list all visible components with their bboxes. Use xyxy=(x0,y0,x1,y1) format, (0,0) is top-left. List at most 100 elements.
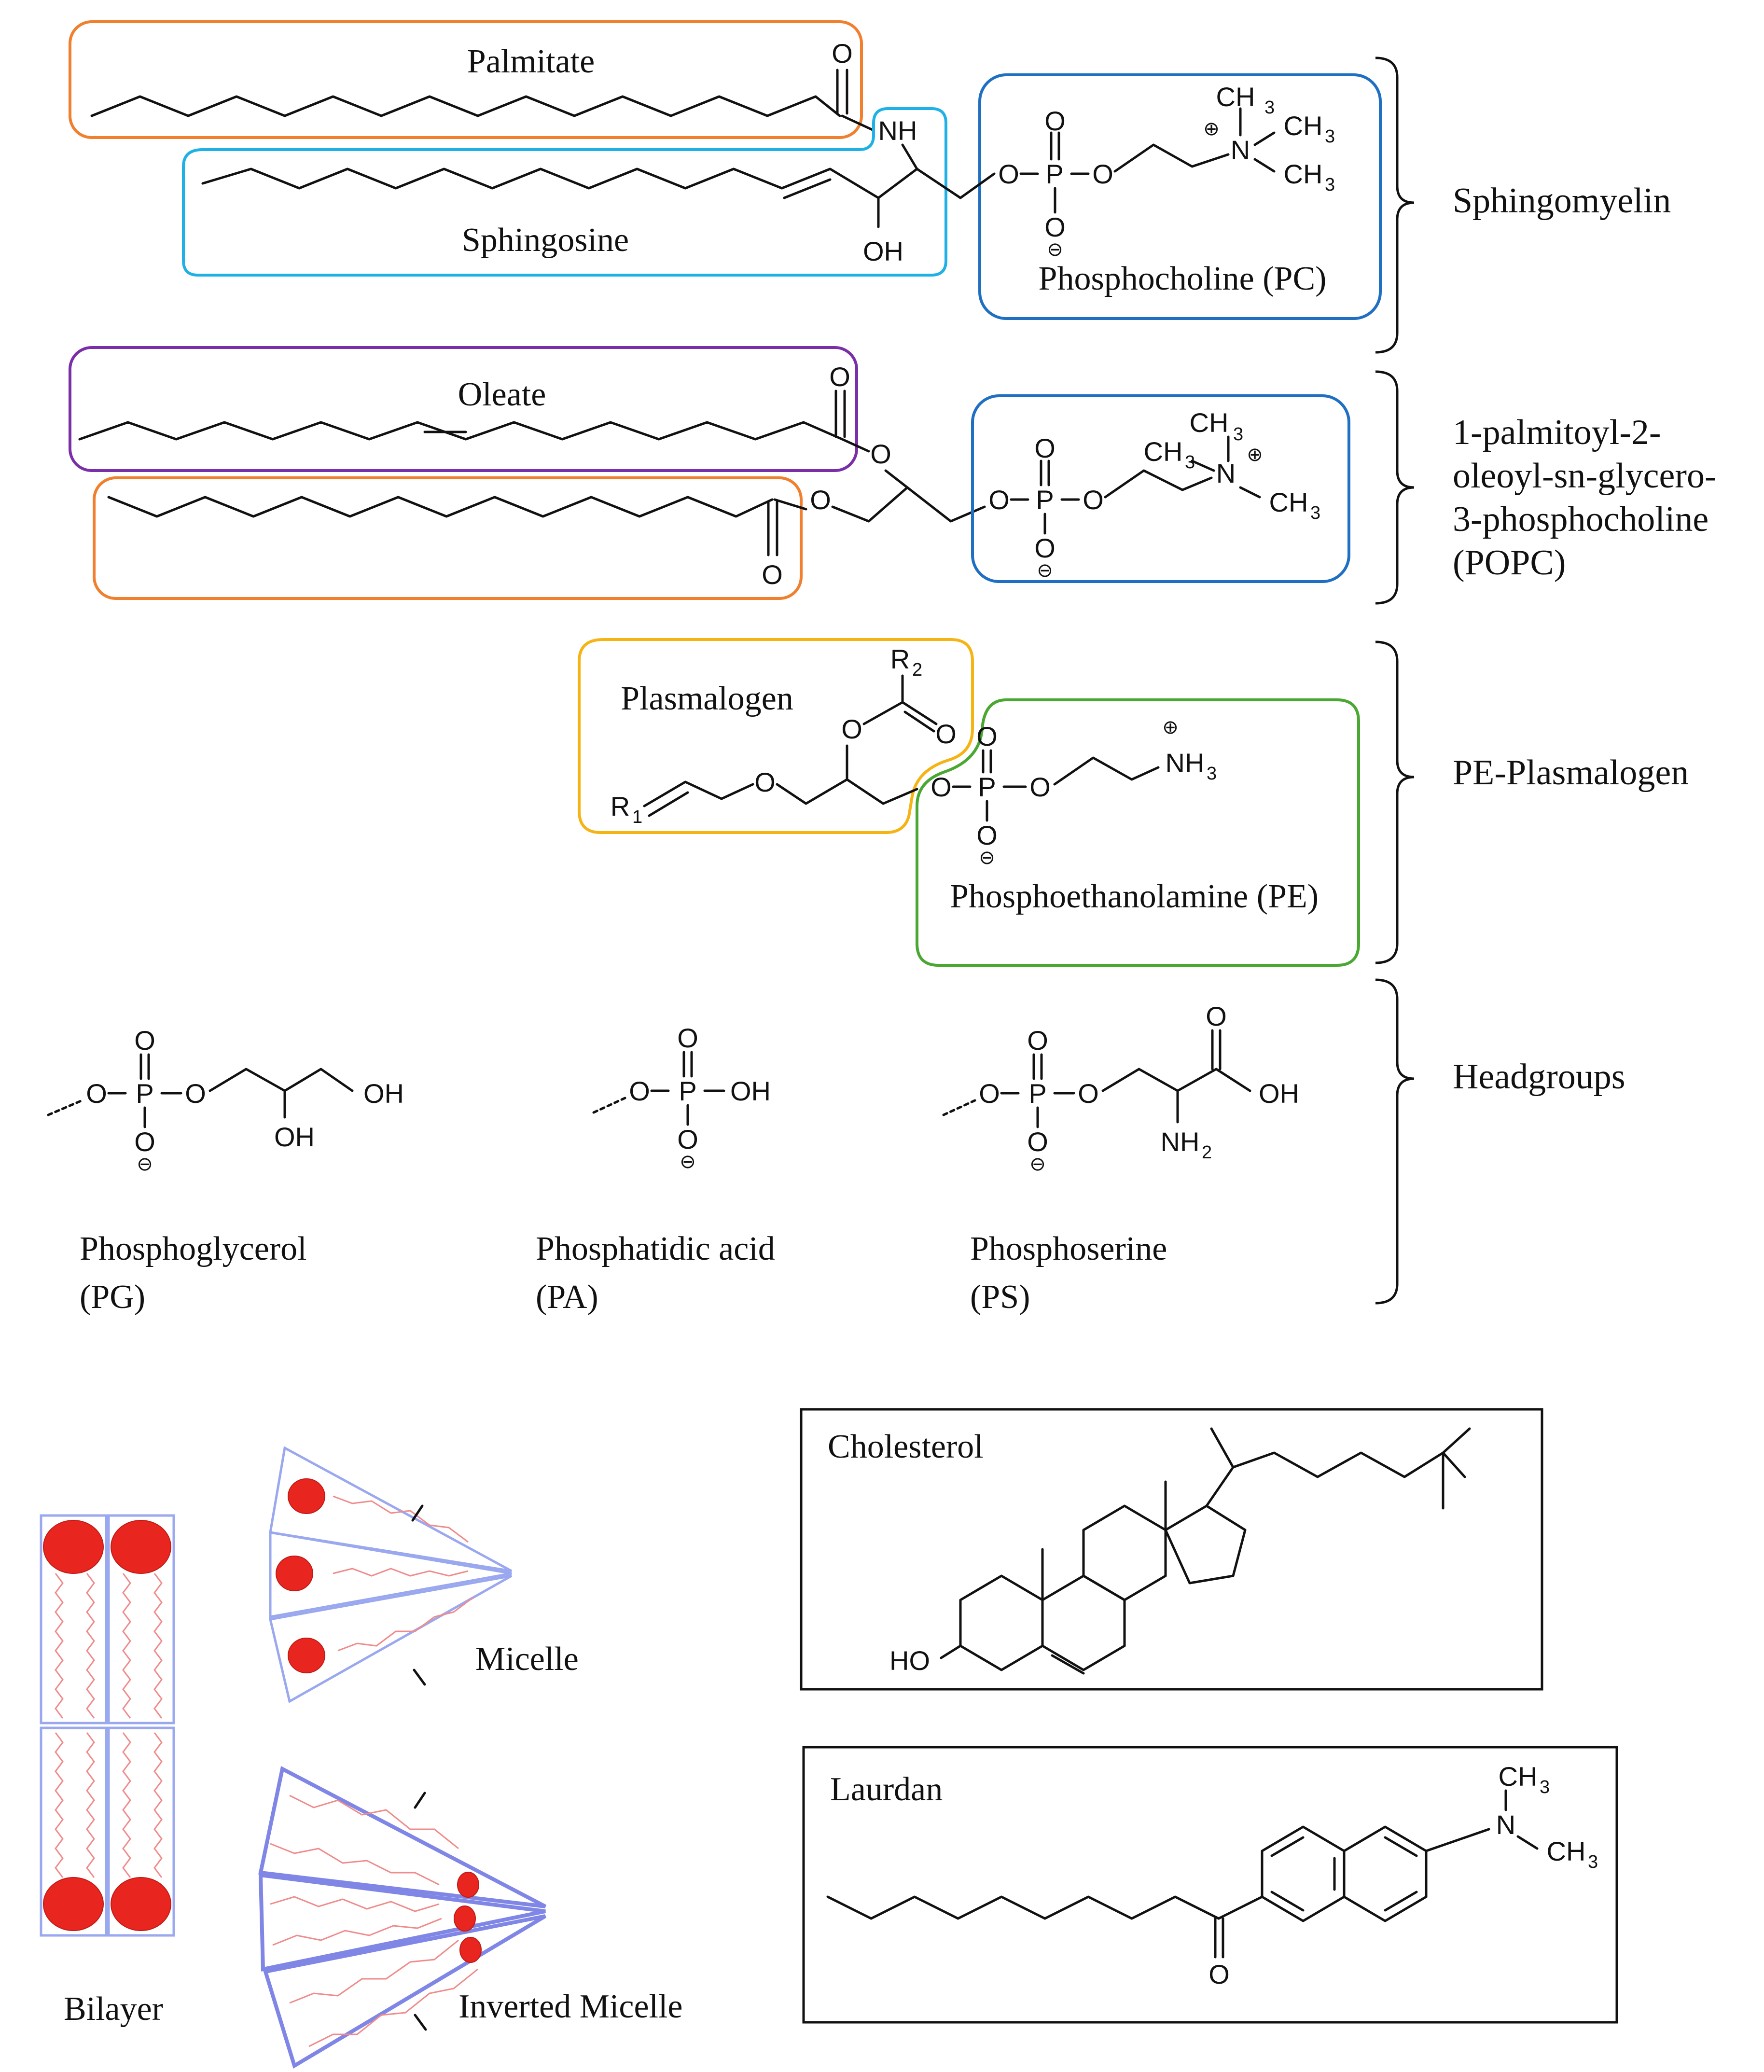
bilayer-head-1 xyxy=(43,1520,104,1574)
micelle-label: Micelle xyxy=(475,1641,579,1678)
popc-plus: ⊕ xyxy=(1247,444,1263,465)
oleate-label: Oleate xyxy=(458,376,546,413)
micelle-cone-3 xyxy=(268,1574,513,1703)
pe-ethyl xyxy=(1053,756,1160,786)
popc-n-ch3-right xyxy=(1239,486,1261,499)
micelle-head-3 xyxy=(288,1638,325,1673)
laurdan-frame xyxy=(802,1746,1618,2024)
phosphoethanolamine-box xyxy=(916,698,1360,967)
bilayer-lipid-box-1 xyxy=(40,1514,108,1724)
pc-ch3-right-sub: 3 xyxy=(1325,126,1335,147)
pa-dashed-link xyxy=(592,1097,626,1114)
laurdan-ring-2 xyxy=(1343,1825,1428,1922)
laurdan-panel: Laurdan O N CH 3 CH 3 xyxy=(802,1746,1618,2024)
popc-o2: O xyxy=(1083,485,1104,515)
pc-o-bottom: O xyxy=(1044,212,1066,242)
ps-minus: ⊖ xyxy=(1029,1154,1046,1175)
pg-p: P xyxy=(136,1078,153,1109)
sphingosine-double-bond xyxy=(783,178,832,199)
inverted-tail-6 xyxy=(308,1968,478,2047)
ps-carbonyl-o: O xyxy=(1206,1001,1227,1031)
oleate-ester-o: O xyxy=(870,439,891,469)
pe-o1: O xyxy=(931,772,952,802)
ps-abbr: (PS) xyxy=(970,1279,1030,1316)
pc-o2: O xyxy=(1092,159,1113,189)
laurdan-ring-1 xyxy=(1261,1825,1346,1922)
laurdan-structure: O N CH 3 CH 3 xyxy=(826,1761,1598,1989)
amide-bond xyxy=(841,114,875,132)
pg-abbr: (PG) xyxy=(80,1279,145,1316)
phosphocholine-box xyxy=(978,73,1382,320)
pg-oh-mid: OH xyxy=(274,1122,315,1152)
popc-ch3-right: CH xyxy=(1269,487,1308,517)
plasmalogen-box xyxy=(578,638,974,834)
micelle-illustration: Micelle xyxy=(268,1446,579,1703)
laurdan-ring-2-inner-a xyxy=(1384,1836,1418,1857)
plasmalogen-acyl-o: O xyxy=(935,719,957,749)
cholesterol-ring-c xyxy=(1082,1504,1167,1601)
pg-o2: O xyxy=(185,1078,206,1109)
inverted-cone-1 xyxy=(258,1766,546,1908)
plasmalogen-r1-sub: 1 xyxy=(632,807,642,827)
plasmalogen-vinyl-double xyxy=(648,791,689,817)
laurdan-ch3-top-sub: 3 xyxy=(1540,1777,1550,1797)
pa-name: Phosphatidic acid xyxy=(536,1230,775,1267)
inverted-cone-2 xyxy=(258,1873,546,1972)
cholesterol-ho-bond xyxy=(940,1644,962,1659)
laurdan-n-bond xyxy=(1425,1828,1490,1852)
inverted-ellipsis-top xyxy=(414,1792,426,1809)
sphingomyelin-structure: Palmitate O NH Sphingosine OH Phosphocho… xyxy=(69,20,1671,354)
popc-ethyl xyxy=(1104,469,1213,499)
glycerol-backbone xyxy=(831,486,986,523)
inverted-micelle-label: Inverted Micelle xyxy=(458,1988,683,2025)
pg-o1: O xyxy=(86,1078,107,1109)
pc-ch3-top: CH xyxy=(1216,82,1255,112)
micelle-tail-1 xyxy=(333,1495,469,1543)
bilayer-tail-3 xyxy=(122,1573,131,1719)
popc-group-label-3: 3-phosphocholine xyxy=(1453,500,1708,539)
laurdan-ring-1-inner-b xyxy=(1270,1891,1305,1912)
palmitate2-chain xyxy=(107,496,774,518)
amide-nh: NH xyxy=(878,115,917,146)
sphingosine-box xyxy=(182,107,947,277)
micelle-tail-3 xyxy=(337,1597,473,1652)
bilayer-tail-6 xyxy=(86,1732,95,1878)
laurdan-ch3-top: CH xyxy=(1499,1761,1538,1792)
palmitate2-ester xyxy=(773,498,807,511)
micelle-ellipsis-top xyxy=(411,1504,424,1522)
pc-p: P xyxy=(1045,159,1063,189)
bilayer-tail-4 xyxy=(153,1573,163,1719)
phosphocholine-label: Phosphocholine (PC) xyxy=(1039,260,1327,297)
ps-serine xyxy=(1101,1068,1251,1092)
popc-ch3-top: CH xyxy=(1190,407,1229,438)
plasmalogen-ether-o: O xyxy=(754,767,776,797)
pe-plasmalogen-structure: Plasmalogen R 1 O O O R 2 Phosphoethanol… xyxy=(578,638,1689,967)
bilayer-label: Bilayer xyxy=(64,1990,163,2028)
bilayer-head-2 xyxy=(111,1520,171,1574)
plasmalogen-r2-sub: 2 xyxy=(912,660,922,680)
ps-nh2: NH xyxy=(1161,1126,1200,1157)
sphingosine-nh-bond xyxy=(901,143,918,170)
phosphatidic-acid-structure: O P O O ⊖ OH Phosphatidic acid (PA) xyxy=(536,1023,775,1316)
popc-p: P xyxy=(1036,485,1054,515)
micelle-tail-2 xyxy=(333,1568,469,1577)
bilayer-tail-5 xyxy=(55,1732,64,1878)
popc-structure: Oleate O O O O O P O O ⊖ O N ⊕ CH 3 xyxy=(69,346,1717,605)
popc-ch3-left-sub: 3 xyxy=(1185,452,1195,473)
bilayer-tail-2 xyxy=(86,1573,95,1719)
popc-group-label-4: (POPC) xyxy=(1453,543,1566,583)
inverted-cone-3 xyxy=(263,1914,547,2069)
popc-bracket xyxy=(1375,370,1415,605)
pa-o-bottom: O xyxy=(677,1124,698,1154)
pa-p: P xyxy=(679,1076,696,1106)
inverted-head-3 xyxy=(459,1937,482,1963)
laurdan-label: Laurdan xyxy=(830,1771,943,1808)
pc-ch3-top-sub: 3 xyxy=(1264,97,1275,118)
sphingosine-label: Sphingosine xyxy=(462,222,629,259)
cholesterol-frame xyxy=(800,1408,1543,1691)
pe-plasmalogen-bracket xyxy=(1375,640,1415,964)
phosphocholine2-box xyxy=(971,394,1350,583)
headgroups-section: O P O O ⊖ O OH OH Phosphoglycerol (PG) O… xyxy=(47,978,1625,1316)
laurdan-chain xyxy=(826,1895,1264,1920)
oleate-carbonyl-o: O xyxy=(829,362,850,392)
